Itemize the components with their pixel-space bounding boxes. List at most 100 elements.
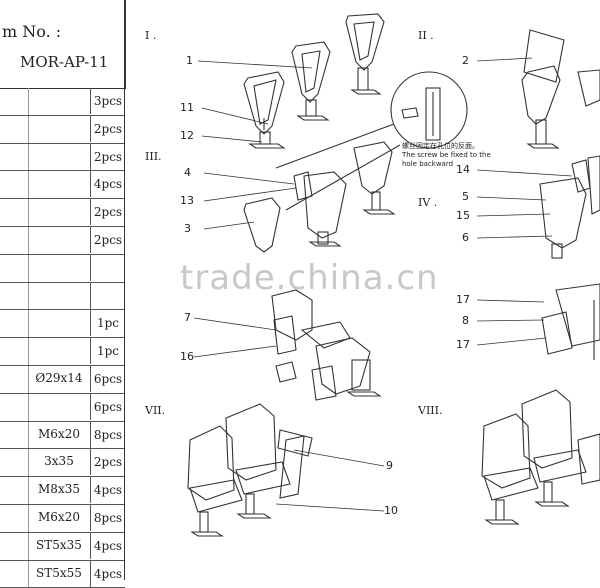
part-quantity: 2pcs: [90, 449, 125, 476]
table-row: 2pcs: [0, 199, 125, 227]
callout-9: 9: [386, 459, 393, 472]
table-row: 3x35 2pcs: [0, 449, 125, 478]
detail-bracket: [425, 87, 441, 141]
part-quantity: 3pcs: [90, 88, 125, 114]
table-row-divider: [28, 282, 29, 310]
assembly-diagram: I . II . III. IV . VII. VIII. 1 11 12 4 …: [126, 0, 600, 580]
screw-note-line1: The screw be fixed to the: [402, 151, 491, 159]
part-quantity: 2pcs: [90, 143, 125, 170]
callout-8: 8: [462, 314, 469, 327]
leader-lines: [193, 57, 573, 512]
part-quantity: 2pcs: [90, 115, 125, 142]
callout-11: 11: [180, 101, 194, 114]
part-spec: M8x35: [38, 482, 80, 497]
callout-13: 13: [180, 194, 194, 207]
part-quantity: 4pcs: [90, 171, 125, 198]
table-row-divider: [28, 393, 29, 421]
part-spec: M6x20: [38, 426, 80, 441]
callout-4: 4: [184, 166, 191, 179]
step-8-label: VIII.: [418, 404, 443, 417]
table-header: m No. : MOR-AP-11: [0, 0, 126, 89]
model-number: MOR-AP-11: [20, 53, 109, 71]
part-quantity: 1pc: [90, 338, 125, 365]
table-row-divider: [28, 365, 29, 393]
table-row: 1pc: [0, 310, 125, 339]
step6-chair: [541, 283, 600, 360]
part-quantity: 1pc: [90, 310, 125, 337]
step8-seats: [481, 389, 600, 525]
callout-6: 6: [462, 231, 469, 244]
assembly-drawing: [187, 13, 600, 537]
step5-chair: [271, 289, 382, 401]
callout-3: 3: [184, 222, 191, 235]
part-quantity: 6pcs: [90, 365, 125, 392]
table-row-divider: [28, 477, 29, 504]
part-quantity: 8pcs: [90, 421, 125, 448]
step-4-label: IV .: [418, 196, 438, 209]
step-1-label: I .: [145, 29, 157, 42]
table-row-divider: [28, 115, 29, 143]
part-quantity: 8pcs: [90, 504, 125, 531]
callout-5: 5: [462, 190, 469, 203]
screw-note: 螺丝固定在孔位的反面。 The screw be fixed to the ho…: [402, 142, 491, 169]
table-row-divider: [28, 532, 29, 560]
part-spec: 3x35: [44, 454, 74, 469]
seat-shell-2: [291, 41, 331, 121]
table-row: 3pcs: [0, 88, 125, 116]
table-row: 6pcs: [0, 393, 125, 422]
table-row-divider: [28, 310, 29, 338]
table-row-divider: [28, 338, 29, 365]
callout-7: 7: [184, 311, 191, 324]
seat-shell-3: [243, 71, 286, 149]
table-row-divider: [28, 254, 29, 282]
callout-17-bottom: 17: [456, 338, 470, 351]
callout-12: 12: [180, 129, 194, 142]
table-row: 2pcs: [0, 143, 125, 172]
part-quantity: 4pcs: [90, 560, 125, 587]
part-quantity: 2pcs: [90, 199, 125, 226]
part-quantity: 4pcs: [90, 532, 125, 559]
part-spec: ST5x55: [36, 565, 82, 580]
step-7-label: VII.: [145, 404, 166, 417]
table-row: 1pc: [0, 338, 125, 366]
step2-chair: [521, 29, 600, 149]
step7-seats: [187, 403, 313, 537]
step4-chair: [539, 155, 600, 259]
table-row: M6x20 8pcs: [0, 504, 125, 533]
callout-14: 14: [456, 163, 470, 176]
table-row-divider: [28, 421, 29, 449]
table-row: ST5x55 4pcs: [0, 560, 125, 588]
part-quantity: [90, 282, 125, 309]
table-row-divider: [28, 88, 29, 115]
part-quantity: 6pcs: [90, 393, 125, 420]
part-spec: M6x20: [38, 509, 80, 524]
step-2-label: II .: [418, 29, 434, 42]
table-row: [0, 254, 125, 283]
callout-10: 10: [384, 504, 398, 517]
table-row-divider: [28, 226, 29, 254]
table-divider: [124, 0, 125, 580]
callout-1: 1: [186, 54, 193, 67]
table-row-divider: [28, 171, 29, 199]
part-quantity: 2pcs: [90, 226, 125, 253]
part-quantity: [90, 254, 125, 281]
callout-2: 2: [462, 54, 469, 67]
table-row-divider: [28, 143, 29, 171]
callout-17-top: 17: [456, 293, 470, 306]
detail-circle: [390, 71, 468, 149]
table-row: 2pcs: [0, 115, 125, 144]
table-row: 2pcs: [0, 226, 125, 255]
screw-note-chinese: 螺丝固定在孔位的反面。: [402, 142, 479, 150]
table-row-divider: [28, 560, 29, 588]
table-row-divider: [28, 199, 29, 226]
table-row-divider: [28, 504, 29, 532]
table-row: M6x20 8pcs: [0, 421, 125, 450]
item-no-label: m No. :: [2, 22, 62, 41]
callout-15: 15: [456, 209, 470, 222]
seat-shell-1: [345, 13, 385, 95]
table-row: [0, 282, 125, 311]
